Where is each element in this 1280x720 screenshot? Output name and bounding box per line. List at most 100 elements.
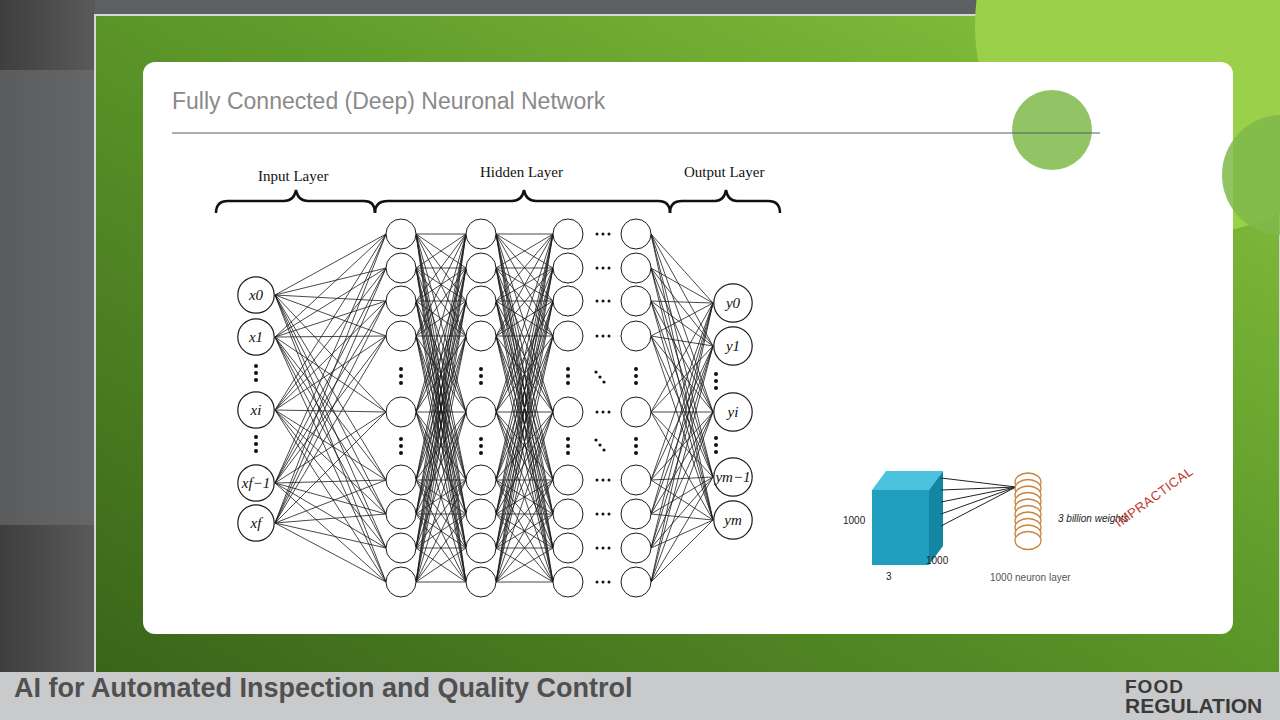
connection-line (275, 295, 386, 480)
neuron-label: xf (237, 504, 275, 542)
network-drawing (254, 219, 718, 597)
connection-line (651, 234, 713, 303)
ellipsis-dot (602, 300, 605, 303)
connection-line (416, 234, 466, 268)
hidden-neuron (386, 219, 416, 249)
layer-label: Hidden Layer (480, 164, 563, 181)
input-neuron: xi (237, 391, 275, 429)
hidden-neuron (466, 465, 496, 495)
ellipsis-dot (608, 335, 611, 338)
decor-circle (1222, 115, 1280, 235)
neuron-label: ym−1 (713, 457, 753, 497)
connection-line (416, 582, 466, 583)
output-neuron: ym (713, 500, 753, 540)
weight-line (941, 478, 1016, 487)
ellipsis-dot (714, 372, 718, 376)
ellipsis-dot (634, 367, 638, 371)
ellipsis-dot (634, 381, 638, 385)
connection-line (651, 346, 713, 480)
ellipsis-dot (602, 335, 605, 338)
connection-line (416, 268, 466, 582)
hidden-neuron (553, 253, 583, 283)
logo-text: REGULATION (1125, 694, 1262, 718)
connection-line (275, 410, 386, 514)
connection-line (416, 514, 466, 582)
output-neuron: yi (713, 392, 753, 432)
hidden-neuron (466, 286, 496, 316)
connection-line (416, 234, 466, 412)
hidden-neuron (466, 253, 496, 283)
connection-line (651, 412, 713, 548)
content-panel (143, 62, 1233, 634)
connection-line (275, 295, 386, 412)
connection-line (496, 548, 553, 582)
connection-line (275, 523, 386, 548)
connection-line (416, 234, 466, 548)
ellipsis-dot (634, 451, 638, 455)
output-neuron: y0 (713, 283, 753, 323)
ellipsis-dot (608, 581, 611, 584)
ellipsis-dot (634, 374, 638, 378)
hidden-neuron (621, 321, 651, 351)
speaker-area (0, 70, 95, 525)
connection-line (651, 346, 713, 412)
connection-line (275, 337, 386, 582)
ellipsis-dot (714, 443, 718, 447)
ellipsis-dot (602, 380, 605, 383)
ellipsis-dot (399, 367, 403, 371)
ellipsis-dot (602, 448, 605, 451)
connection-line (496, 412, 553, 413)
hidden-neuron (466, 219, 496, 249)
hidden-neuron (553, 465, 583, 495)
connection-line (651, 336, 713, 412)
connection-line (496, 268, 553, 336)
neuron-label: x0 (237, 276, 275, 314)
neuron-label: x1 (237, 318, 275, 356)
neuron-label: yi (713, 392, 753, 432)
connection-line (416, 336, 466, 582)
connection-line (275, 295, 386, 582)
ellipsis-dot (566, 381, 570, 385)
connection-line (275, 336, 386, 483)
ellipsis-dot (399, 381, 403, 385)
ellipsis-dot (254, 449, 258, 453)
hidden-neuron (553, 321, 583, 351)
ellipsis-dot (596, 267, 599, 270)
connection-line (416, 412, 466, 413)
hidden-neuron (553, 286, 583, 316)
connection-line (496, 412, 553, 480)
connection-line (496, 412, 553, 582)
connection-line (496, 514, 553, 582)
connection-line (275, 412, 386, 483)
connection-line (275, 295, 386, 336)
hidden-neuron (386, 465, 416, 495)
connection-line (496, 234, 553, 301)
connection-line (496, 234, 553, 235)
ellipsis-dot (254, 371, 258, 375)
slide-background (95, 15, 1280, 680)
hidden-neuron (386, 321, 416, 351)
hidden-neuron (386, 567, 416, 597)
ellipsis-dot (566, 367, 570, 371)
layer-brace (216, 190, 375, 213)
hidden-neuron (386, 533, 416, 563)
ellipsis-dot (608, 267, 611, 270)
connection-line (651, 480, 713, 520)
neuron-label: ym (713, 500, 753, 540)
hidden-neuron (386, 253, 416, 283)
neuron-circle (714, 501, 752, 539)
weight-line (941, 487, 1016, 502)
connection-line (651, 477, 713, 582)
connection-line (416, 268, 466, 582)
connection-line (496, 301, 553, 582)
ellipsis-dot (254, 364, 258, 368)
hidden-neuron (466, 533, 496, 563)
hidden-neuron (466, 397, 496, 427)
connection-line (275, 514, 386, 523)
connection-line (275, 337, 386, 548)
connection-line (275, 268, 386, 523)
connection-line (416, 234, 466, 268)
ellipsis-dot (714, 436, 718, 440)
connection-line (416, 234, 466, 235)
connection-line (651, 412, 713, 582)
